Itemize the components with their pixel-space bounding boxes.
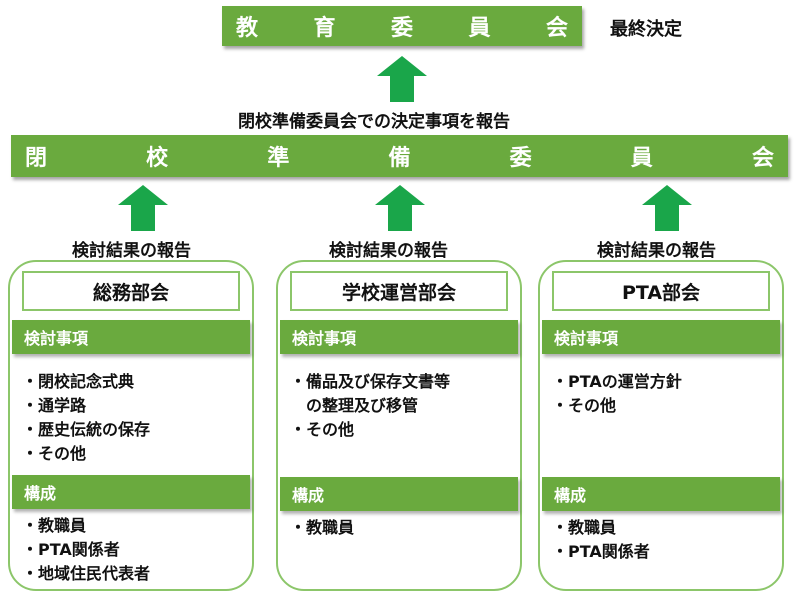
up-arrow-icon [377,56,427,102]
list-item: 閉校記念式典 [22,370,246,394]
list-item: 通学路 [22,394,246,418]
items-header: 検討事項 [280,320,518,354]
list-item: 教職員 [290,516,514,540]
list-item: その他 [290,418,514,442]
members-list: 教職員 PTA関係者 地域住民代表者 [22,514,246,586]
list-item: PTAの運営方針 [552,370,776,394]
list-item: PTA関係者 [552,540,776,564]
list-item: 地域住民代表者 [22,562,246,586]
report-label: 検討結果の報告 [597,241,716,261]
report-label: 検討結果の報告 [329,241,448,261]
items-list: PTAの運営方針 その他 [552,370,776,418]
list-item: 歴史伝統の保存 [22,418,246,442]
closing-preparation-committee-bar: 閉 校 準 備 委 員 会 [11,135,788,177]
bar-char: 委 [390,16,413,41]
bar-char: 会 [545,16,568,41]
members-header: 構成 [12,475,250,509]
bar-char: 教 [236,16,259,41]
bar-char: 員 [630,146,653,171]
list-item: の整理及び移管 [306,396,419,415]
pta-panel: PTA部会 検討事項 PTAの運営方針 その他 構成 教職員 PTA関係者 [538,260,784,591]
general-affairs-panel: 総務部会 検討事項 閉校記念式典 通学路 歴史伝統の保存 その他 構成 教職員 … [8,260,254,591]
bar-char: 員 [468,16,491,41]
list-item: その他 [552,394,776,418]
members-header: 構成 [280,477,518,511]
items-header: 検討事項 [542,320,780,354]
items-list: 閉校記念式典 通学路 歴史伝統の保存 その他 [22,370,246,466]
panel-title: PTA部会 [552,271,770,311]
items-list: 備品及び保存文書等 の整理及び移管 その他 [290,370,514,442]
bar-char: 会 [751,146,774,171]
school-operations-panel: 学校運営部会 検討事項 備品及び保存文書等 の整理及び移管 その他 構成 教職員 [276,260,522,591]
up-arrow-icon [642,185,692,231]
board-of-education-bar: 教 育 委 員 会 [222,6,582,46]
list-item: 教職員 [552,516,776,540]
members-list: 教職員 PTA関係者 [552,516,776,564]
bar-char: 準 [267,146,290,171]
list-item: PTA関係者 [22,538,246,562]
list-item: 教職員 [22,514,246,538]
panel-title: 学校運営部会 [290,271,508,311]
bar-char: 育 [313,16,336,41]
up-arrow-icon [375,185,425,231]
list-item: その他 [22,442,246,466]
final-decision-label: 最終決定 [610,19,682,40]
bar-char: 校 [146,146,169,171]
items-header: 検討事項 [12,320,250,354]
report-caption: 閉校準備委員会での決定事項を報告 [238,112,510,132]
bar-char: 委 [509,146,532,171]
panel-title: 総務部会 [22,271,240,311]
bar-char: 備 [388,146,411,171]
list-item: 備品及び保存文書等 [290,370,514,394]
members-header: 構成 [542,477,780,511]
report-label: 検討結果の報告 [72,241,191,261]
bar-char: 閉 [25,146,48,171]
members-list: 教職員 [290,516,514,540]
up-arrow-icon [118,185,168,231]
